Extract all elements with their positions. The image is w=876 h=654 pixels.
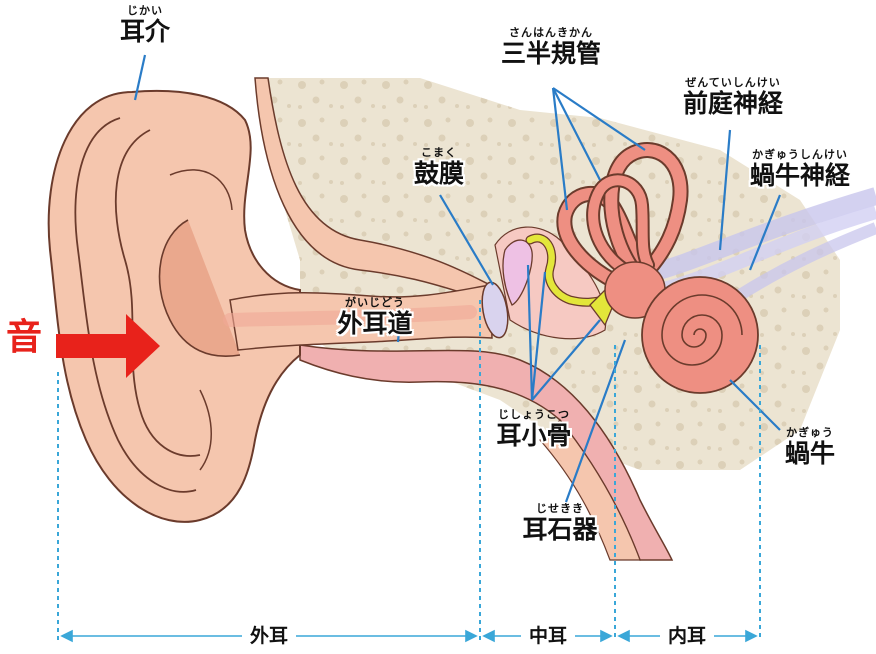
label-otolith: じせきき 耳石器 — [510, 502, 610, 545]
section-ruler — [62, 631, 756, 641]
label-cochlea: かぎゅう 蝸牛 — [770, 426, 850, 469]
label-pinna-text: 耳介 — [110, 17, 180, 47]
label-ossicles-ruby: じしょうこつ — [484, 408, 584, 421]
label-pinna-ruby: じかい — [110, 4, 180, 17]
label-cochlear-nerve: かぎゅうしんけい 蝸牛神経 — [730, 148, 870, 191]
label-ear-canal-ruby: がいじどう — [320, 296, 430, 309]
label-cochlear-nerve-ruby: かぎゅうしんけい — [730, 148, 870, 161]
label-eardrum: こまく 鼓膜 — [404, 146, 474, 189]
label-semicircular-canals: さんはんきかん 三半規管 — [486, 26, 616, 69]
label-eardrum-text: 鼓膜 — [404, 159, 474, 189]
label-canals-ruby: さんはんきかん — [486, 26, 616, 39]
label-otolith-text: 耳石器 — [510, 515, 610, 545]
label-ossicles-text: 耳小骨 — [484, 421, 584, 451]
section-middle-ear: 中耳 — [521, 624, 575, 648]
label-otolith-ruby: じせきき — [510, 502, 610, 515]
label-cochlear-nerve-text: 蝸牛神経 — [730, 161, 870, 191]
section-outer-ear: 外耳 — [242, 624, 296, 648]
label-eardrum-ruby: こまく — [404, 146, 474, 159]
label-ear-canal: がいじどう 外耳道 — [320, 296, 430, 339]
label-vestibular-ruby: ぜんていしんけい — [668, 76, 798, 89]
label-vestibular-nerve: ぜんていしんけい 前庭神経 — [668, 76, 798, 119]
label-canals-text: 三半規管 — [486, 39, 616, 69]
label-vestibular-text: 前庭神経 — [668, 89, 798, 119]
label-cochlea-text: 蝸牛 — [770, 439, 850, 469]
label-cochlea-ruby: かぎゅう — [770, 426, 850, 439]
label-pinna: じかい 耳介 — [110, 4, 180, 47]
section-inner-ear: 内耳 — [660, 624, 714, 648]
cochlea-shape — [642, 277, 758, 393]
label-ossicles: じしょうこつ 耳小骨 — [484, 408, 584, 451]
label-ear-canal-text: 外耳道 — [320, 309, 430, 339]
sound-label: 音 — [6, 318, 42, 358]
